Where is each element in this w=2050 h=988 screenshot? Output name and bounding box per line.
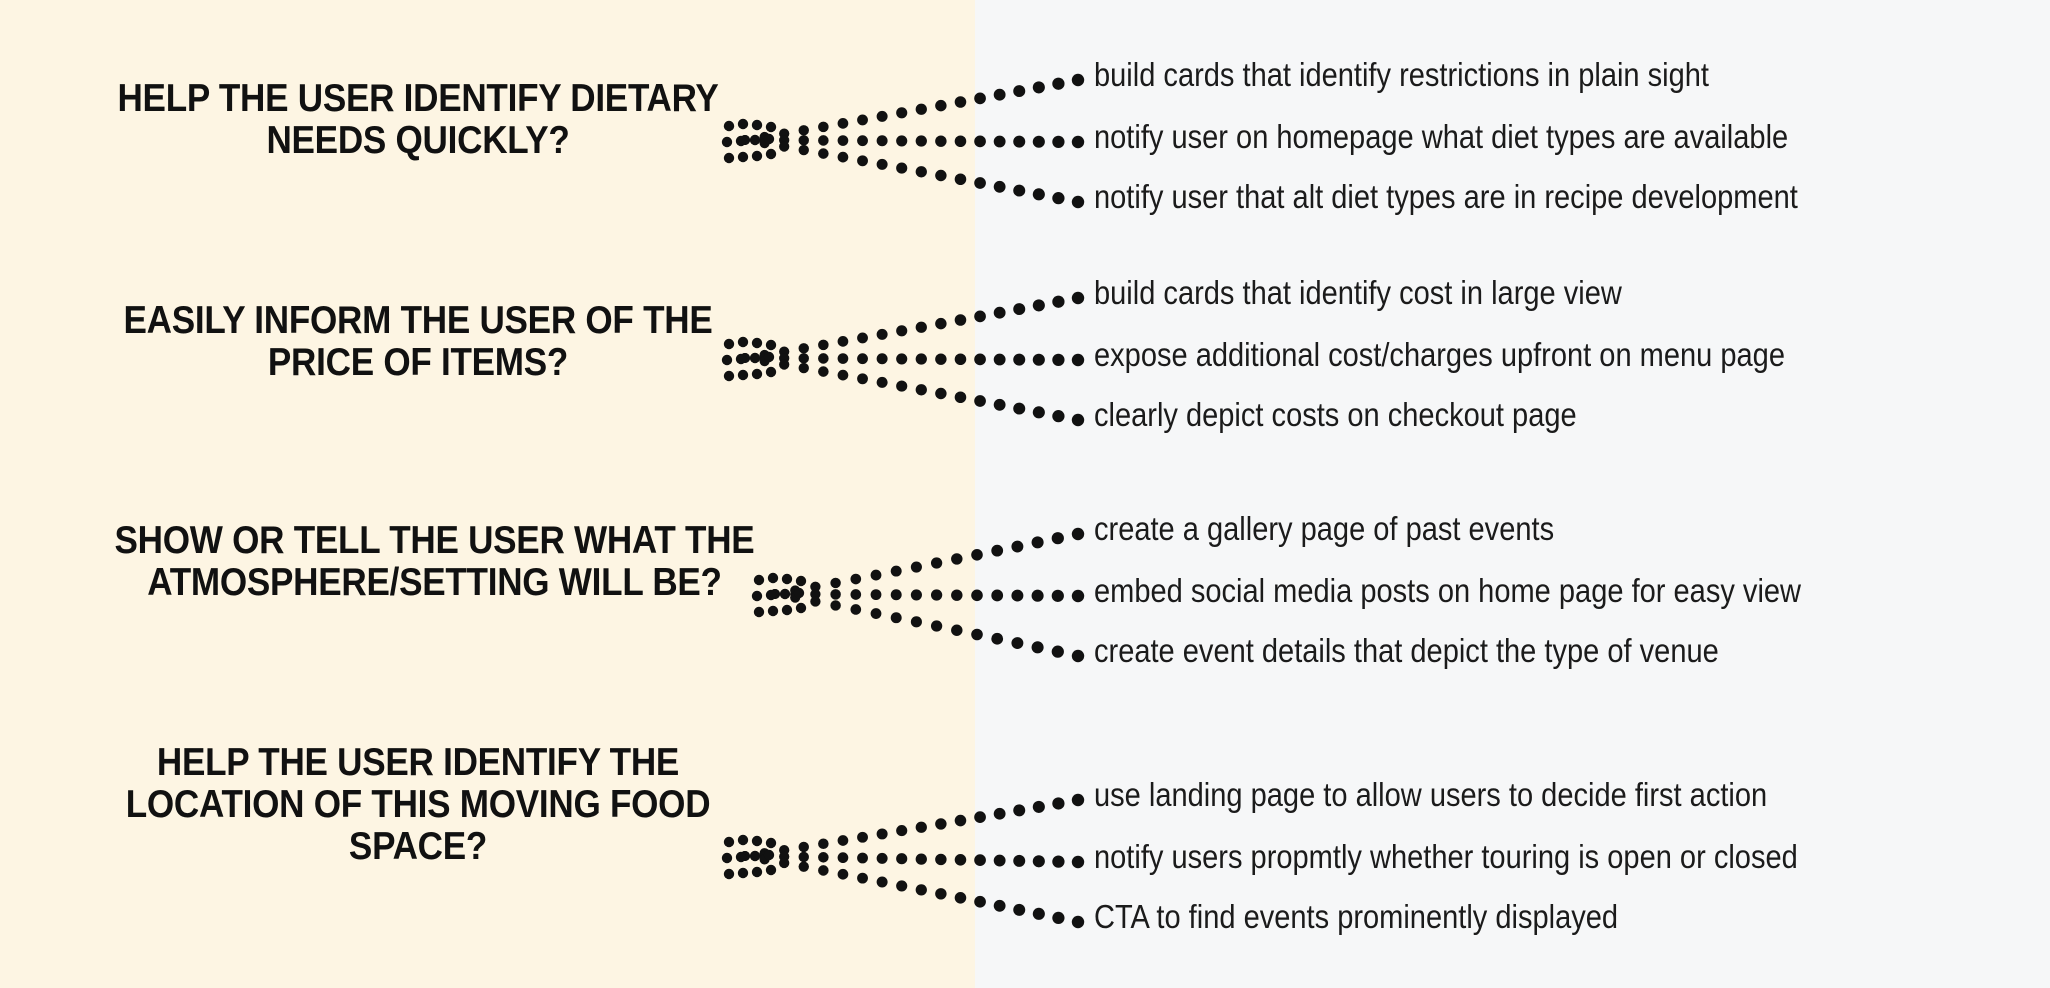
right-panel-background xyxy=(975,0,2050,988)
idea-item[interactable]: clearly depict costs on checkout page xyxy=(1094,396,1577,433)
idea-item[interactable]: notify user that alt diet types are in r… xyxy=(1094,178,1798,215)
idea-item[interactable]: create a gallery page of past events xyxy=(1094,510,1555,547)
idea-item[interactable]: CTA to find events prominently displayed xyxy=(1094,898,1619,935)
idea-item[interactable]: notify users propmtly whether touring is… xyxy=(1094,838,1798,875)
idea-item[interactable]: use landing page to allow users to decid… xyxy=(1094,776,1768,813)
idea-item[interactable]: expose additional cost/charges upfront o… xyxy=(1094,336,1785,373)
idea-item[interactable]: notify user on homepage what diet types … xyxy=(1094,118,1789,155)
idea-item[interactable]: create event details that depict the typ… xyxy=(1094,632,1719,669)
question-title-4: HELP THE USER IDENTIFY THE LOCATION OF T… xyxy=(125,741,711,869)
idea-item[interactable]: build cards that identify restrictions i… xyxy=(1094,56,1709,93)
left-panel-background xyxy=(0,0,975,988)
question-title-3: SHOW OR TELL THE USER WHAT THE ATMOSPHER… xyxy=(114,519,755,605)
idea-item[interactable]: build cards that identify cost in large … xyxy=(1094,274,1622,311)
idea-item[interactable]: embed social media posts on home page fo… xyxy=(1094,572,1802,609)
question-title-1: HELP THE USER IDENTIFY DIETARY NEEDS QUI… xyxy=(117,77,719,163)
question-title-2: EASILY INFORM THE USER OF THE PRICE OF I… xyxy=(123,299,713,385)
